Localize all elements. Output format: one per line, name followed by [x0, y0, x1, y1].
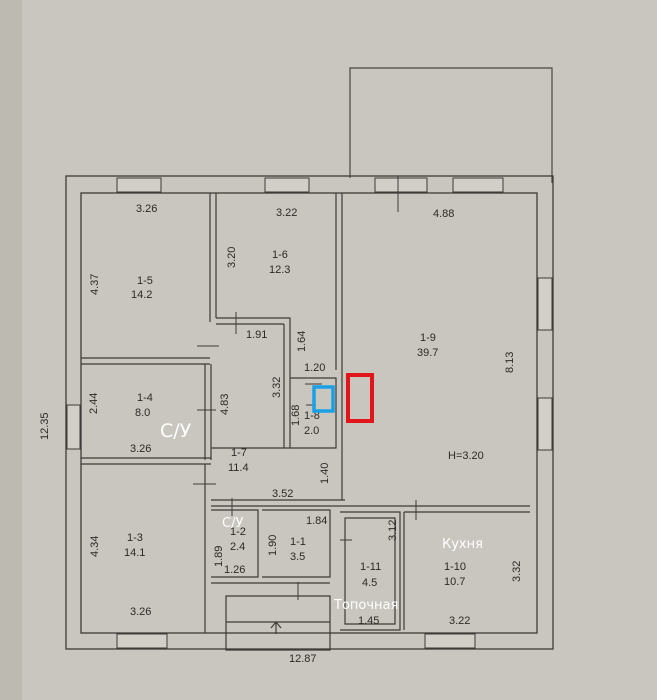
- dim-value: 3.22: [449, 615, 470, 627]
- room-id: 1-8: [304, 410, 320, 422]
- red-marker: [346, 373, 374, 423]
- dim-value: 1.89: [213, 546, 225, 567]
- dim-value: 3.52: [272, 488, 293, 500]
- boiler-room-label: Топочная: [333, 598, 398, 613]
- dim-value: 4.83: [219, 394, 231, 415]
- room-id: 1-2: [230, 526, 246, 538]
- dim-value: 1.45: [358, 615, 379, 627]
- dim-value: 3.26: [136, 203, 157, 215]
- entrance-arrow-icon: [270, 621, 282, 634]
- room-id: 1-10: [444, 561, 466, 573]
- room-id: 1-1: [290, 536, 306, 548]
- dim-value: 4.37: [89, 274, 101, 295]
- room-id: 1-6: [272, 249, 288, 261]
- room-labels: 1-5 14.2 1-6 12.3 1-9 39.7 1-4 8.0 1-7 1…: [124, 249, 484, 589]
- dim-value: 1.90: [267, 535, 279, 556]
- ceiling-height: H=3.20: [448, 450, 484, 462]
- overall-width: 12.87: [289, 653, 317, 665]
- windows: [66, 177, 553, 649]
- dim-value: 1.20: [304, 362, 325, 374]
- room-area: 12.3: [269, 264, 290, 276]
- dim-value: 3.12: [387, 520, 399, 541]
- room-area: 3.5: [290, 551, 305, 563]
- dim-value: 1.68: [290, 405, 302, 426]
- bathroom-label: С/У: [222, 516, 243, 531]
- dim-value: 1.64: [296, 331, 308, 352]
- room-area: 2.4: [230, 541, 245, 553]
- annex-outline: [349, 67, 553, 183]
- room-area: 11.4: [228, 462, 249, 474]
- dim-value: 3.32: [271, 377, 283, 398]
- dim-value: 8.13: [504, 352, 516, 373]
- paper-edge: [0, 0, 22, 700]
- room-area: 4.5: [362, 577, 377, 589]
- dim-value: 3.26: [130, 443, 151, 455]
- dim-value: 1.40: [319, 463, 331, 484]
- dim-value: 2.44: [88, 393, 100, 414]
- room-area: 39.7: [417, 347, 438, 359]
- room-area: 14.1: [124, 547, 145, 559]
- dimension-values: 3.26 4.37 3.22 3.20 4.88 8.13 2.44 3.26 …: [88, 203, 523, 627]
- room-area: 8.0: [135, 407, 150, 419]
- room-id: 1-3: [127, 532, 143, 544]
- dim-value: 3.26: [130, 606, 151, 618]
- dim-value: 1.26: [224, 564, 245, 576]
- room-area: 10.7: [444, 576, 465, 588]
- interior-walls: [81, 193, 530, 651]
- dim-value: 3.22: [276, 207, 297, 219]
- bathroom-label: С/У: [160, 420, 192, 442]
- dim-value: 4.88: [433, 208, 454, 220]
- kitchen-label: Кухня: [442, 537, 483, 552]
- room-id: 1-11: [360, 561, 381, 573]
- room-id: 1-5: [137, 275, 153, 287]
- room-id: 1-9: [420, 332, 436, 344]
- dim-value: 1.84: [306, 515, 327, 527]
- outer-walls: [65, 175, 554, 650]
- room-area: 14.2: [131, 289, 152, 301]
- room-id: 1-7: [231, 447, 247, 459]
- dim-value: 3.32: [511, 561, 523, 582]
- blue-marker: [312, 385, 335, 413]
- door-marks: [193, 176, 417, 600]
- dim-value: 3.20: [226, 247, 238, 268]
- room-id: 1-4: [137, 392, 153, 404]
- room-area: 2.0: [304, 425, 319, 437]
- dim-value: 1.91: [246, 329, 267, 341]
- dim-value: 4.34: [89, 536, 101, 557]
- overall-depth: 12.35: [39, 412, 51, 440]
